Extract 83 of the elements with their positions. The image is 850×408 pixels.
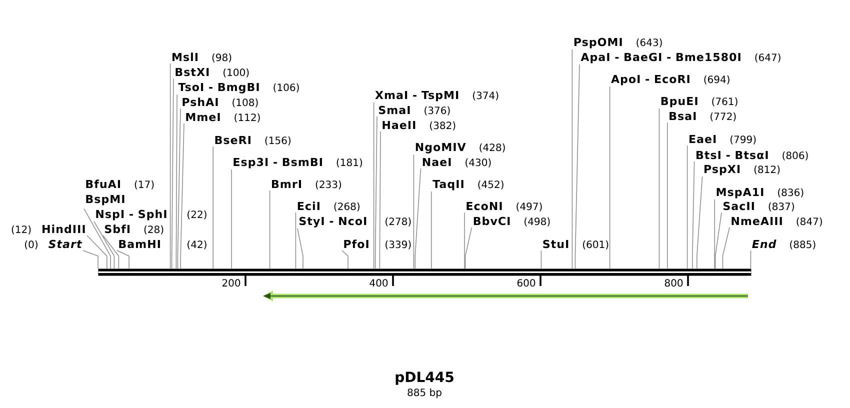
leader-line [295,212,296,269]
site-label: PshAI (108) [182,98,258,108]
site-label: TsoI - BmgBI (106) [178,83,299,94]
leader-line [692,161,695,269]
leader-line [374,116,378,269]
subtitle: 885 bp [408,388,442,398]
title: pDL445 [396,372,454,385]
leader-line [414,168,422,269]
leader-line [574,64,580,269]
leader-line [94,221,115,269]
site-label: Esp3I - BsmBI (181) [234,158,362,168]
leader-line [540,250,542,269]
site-label: BsaI (772) [670,112,736,122]
leader-line [667,122,668,269]
leader-line [572,49,573,269]
site-label: MslI (98) [172,52,232,62]
site-label: (12) HindIII [12,224,85,234]
leader-line [180,123,184,269]
site-label: EcoNI (497) [466,202,542,212]
leader-line [714,199,715,269]
site-label: (0) Start [25,240,82,250]
leader-line [176,94,178,269]
leader-line [342,250,348,269]
site-label: TaqII (452) [432,180,504,190]
site-label: StuI (601) [543,240,608,250]
leader-line [609,86,610,269]
leader-line [379,131,381,269]
leader-line [686,145,688,269]
site-label: BtsI - BtsαI (806) [696,151,808,160]
site-label: SmaI (376) [379,106,450,116]
site-label: BseRI (156) [215,136,290,146]
site-label: BmrI (233) [272,180,342,190]
leader-line [464,227,472,269]
site-label: ApaI - BaeGI - Bme1580I (647) [580,52,780,64]
site-label: EciI (268) [298,202,360,212]
leader-line [86,235,108,269]
site-label: NspI - SphI (22) [96,210,206,220]
site-label: End (885) [752,240,816,250]
leader-line [84,208,111,269]
site-label: BamHI (42) [119,240,206,250]
leader-line [116,250,130,269]
leader-line [102,235,120,269]
site-label: BbvCI (498) [474,216,550,226]
leader-line [750,250,752,269]
leader-line [231,169,232,269]
leader-line [212,146,214,269]
site-label: PspXI (812) [704,165,780,176]
site-label: PspOMI (643) [574,38,662,48]
site-label: MmeI (112) [186,113,260,122]
leader-line [177,108,181,269]
site-label: SacII (837) [724,202,794,212]
leader-line [431,191,432,269]
site-label: StyI - NcoI (278) [300,216,411,228]
site-label: ApoI - EcoRI (694) [611,75,730,86]
scale-number: 400 [370,279,388,287]
scale-number: 600 [517,279,536,287]
leader-line [714,212,722,269]
site-label: HaeII (382) [382,121,456,130]
leader-line [413,154,414,269]
leader-line [722,227,730,269]
leader-line [82,250,98,269]
scale-number: 200 [222,279,240,287]
leader-line [269,190,270,269]
site-label: XmaI - TspMI (374) [375,91,498,102]
sequence-bar [98,268,752,276]
site-label: SbfI (28) [105,224,164,234]
scale-number: 800 [664,279,683,287]
leader-line [171,78,174,269]
leader-line [170,63,171,269]
site-label: PfoI (339) [344,240,411,250]
site-label: NgoMIV (428) [416,143,505,154]
leader-line [297,228,304,269]
site-label: NaeI (430) [422,158,491,168]
site-label: BpuEI (761) [661,97,738,108]
leader-line [373,102,374,269]
leader-line [464,212,465,269]
site-label: MspA1I (836) [716,188,804,198]
site-label: BstXI (100) [176,68,249,78]
site-label: BfuAI (17) BspMI [86,180,154,206]
leader-line [696,176,703,269]
site-label: EaeI (799) [690,135,756,144]
leader-line [658,108,660,269]
site-label: NmeAIII (847) [732,217,822,226]
